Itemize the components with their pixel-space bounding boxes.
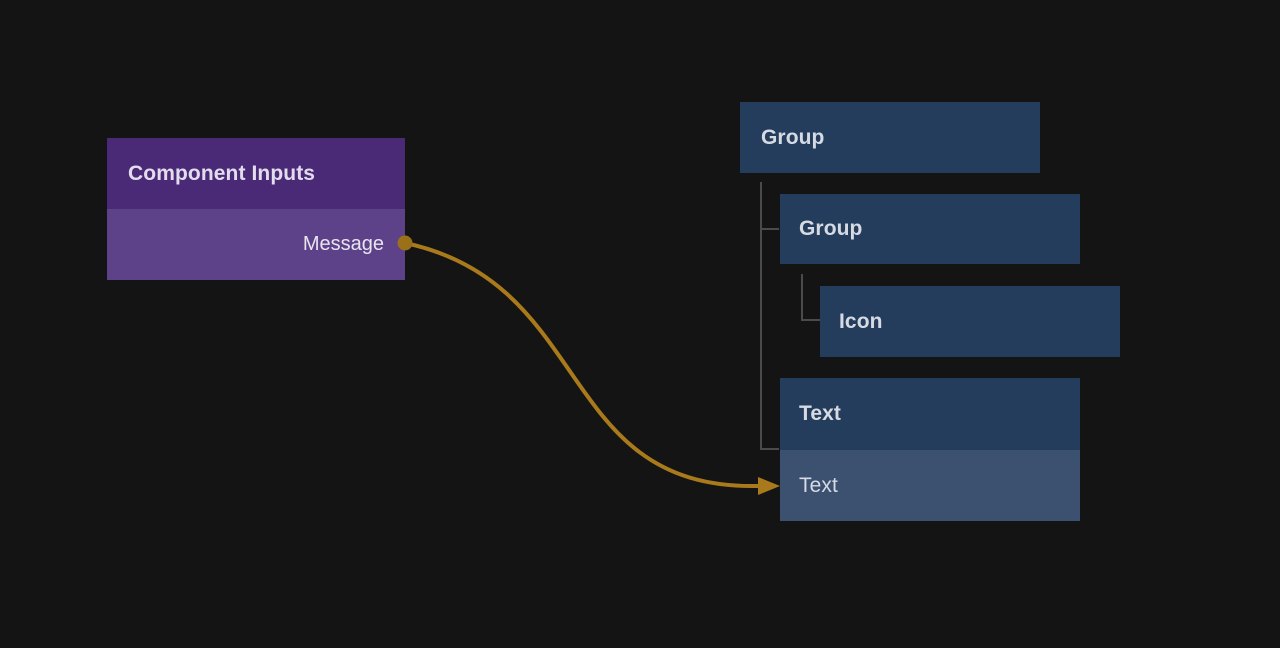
layer-node-label: Group xyxy=(799,217,863,240)
tree-connector-icon-stem xyxy=(801,274,803,321)
connection-edge-message-to-text xyxy=(403,241,760,489)
tree-connector-icon-branch xyxy=(801,319,820,321)
layer-node-text-1[interactable]: Text xyxy=(780,378,1080,450)
layer-node-group-root[interactable]: Group xyxy=(740,102,1040,173)
layer-node-group-child[interactable]: Group xyxy=(780,194,1080,264)
component-inputs-node[interactable]: Component Inputs Message xyxy=(107,138,405,280)
tree-connector-group-branch xyxy=(760,228,779,230)
tree-connector-trunk xyxy=(760,182,762,450)
connection-arrowhead-icon xyxy=(758,477,780,495)
component-inputs-title: Component Inputs xyxy=(128,161,316,185)
component-inputs-header[interactable]: Component Inputs xyxy=(107,138,405,209)
tree-connector-text-branch xyxy=(760,448,779,450)
component-inputs-output-row-message[interactable]: Message xyxy=(107,209,405,280)
layer-node-icon[interactable]: Icon xyxy=(820,286,1120,357)
layer-node-label: Text xyxy=(799,473,838,497)
layer-node-label: Text xyxy=(799,402,842,425)
layer-node-label: Icon xyxy=(839,309,883,333)
output-port-label-message: Message xyxy=(302,233,384,255)
layer-node-label: Group xyxy=(761,125,825,149)
layer-node-text-2-selected[interactable]: Text xyxy=(780,450,1080,521)
